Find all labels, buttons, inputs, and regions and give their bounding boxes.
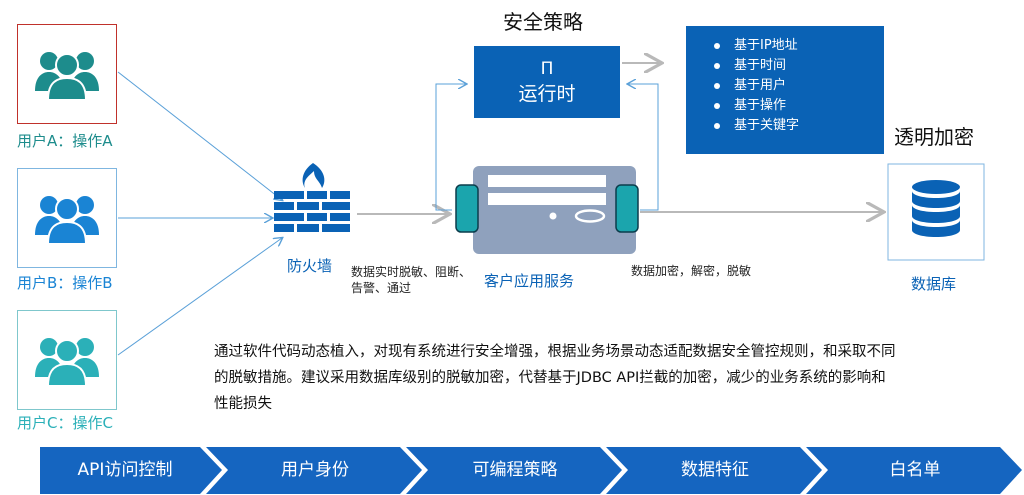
users-group-icon bbox=[35, 338, 99, 387]
client-app-note: 数据加密，解密，脱敏 bbox=[631, 264, 752, 278]
user-c-label: 用户C：操作C bbox=[17, 414, 113, 432]
firewall-label: 防火墙 bbox=[287, 257, 333, 275]
feature-programmable-policy: 可编程策略 bbox=[472, 460, 558, 480]
feature-data-characteristics: 数据特征 bbox=[681, 460, 749, 480]
user-b-box[interactable] bbox=[17, 168, 117, 268]
userC-arrow bbox=[117, 238, 282, 356]
policy-item: 基于用户 bbox=[706, 76, 884, 96]
policy-item: 基于IP地址 bbox=[706, 36, 884, 56]
feature-chevron-bar bbox=[40, 447, 1022, 494]
description-line: 通过软件代码动态植入，对现有系统进行安全增强，根据业务场景动态适配数据安全管控规… bbox=[214, 344, 896, 360]
policy-list: 基于IP地址 基于时间 基于用户 基于操作 基于关键字 bbox=[686, 26, 884, 154]
users-group-icon bbox=[35, 196, 99, 245]
description-line: 性能损失 bbox=[214, 396, 272, 412]
user-a-box[interactable] bbox=[17, 24, 117, 124]
description-paragraph: 通过软件代码动态植入，对现有系统进行安全增强，根据业务场景动态适配数据安全管控规… bbox=[214, 339, 984, 417]
client-app-label: 客户应用服务 bbox=[484, 272, 575, 290]
loop-right bbox=[628, 84, 659, 211]
server-connector-right bbox=[615, 184, 639, 233]
firewall-note-line2: 告警、通过 bbox=[351, 281, 412, 295]
policy-item: 基于时间 bbox=[706, 56, 884, 76]
firewall-icon bbox=[274, 163, 350, 232]
runtime-label: 运行时 bbox=[518, 83, 576, 105]
transparent-encryption-title: 透明加密 bbox=[894, 125, 974, 149]
feature-whitelist: 白名单 bbox=[889, 460, 941, 480]
runtime-box bbox=[474, 46, 620, 118]
runtime-symbol: Π bbox=[540, 59, 554, 79]
user-b-label: 用户B：操作B bbox=[17, 274, 113, 292]
userA-arrow bbox=[117, 71, 282, 200]
user-c-box[interactable] bbox=[17, 310, 117, 410]
database-label: 数据库 bbox=[911, 275, 957, 293]
feature-api-access-control: API访问控制 bbox=[77, 460, 173, 480]
feature-user-identity: 用户身份 bbox=[281, 460, 349, 480]
user-a-label: 用户A：操作A bbox=[17, 132, 113, 150]
server-connector-left bbox=[455, 184, 479, 233]
description-line: 的脱敏措施。建议采用数据库级别的脱敏加密，代替基于JDBC API拦截的加密，减… bbox=[214, 370, 886, 386]
policy-item: 基于关键字 bbox=[706, 116, 884, 136]
page-title: 安全策略 bbox=[503, 10, 583, 34]
policy-item: 基于操作 bbox=[706, 96, 884, 116]
database-icon bbox=[912, 180, 960, 237]
users-group-icon bbox=[35, 52, 99, 101]
firewall-note-line1: 数据实时脱敏、阻断、 bbox=[351, 265, 472, 279]
loop-left bbox=[435, 84, 466, 211]
client-server-box bbox=[473, 166, 636, 254]
